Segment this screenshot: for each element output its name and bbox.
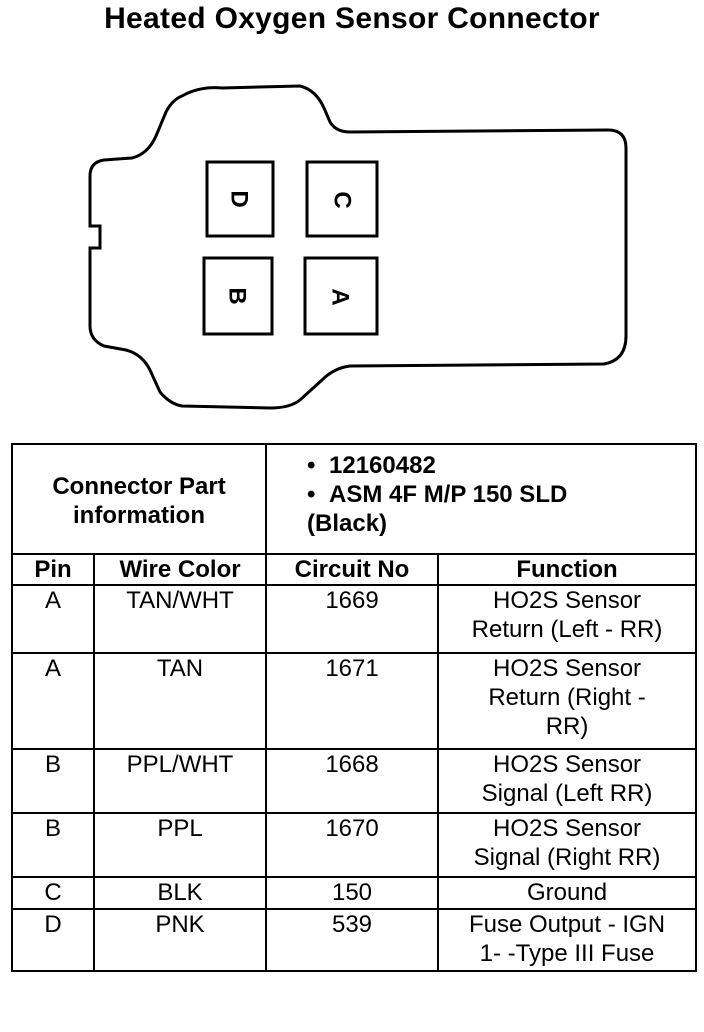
connector-body-outline — [88, 84, 628, 410]
cell-function: HO2S Sensor Return (Right - RR) — [437, 652, 698, 750]
function-line: HO2S Sensor — [492, 751, 642, 778]
cell-pin: A — [11, 652, 95, 750]
cell-wire-color: PNK — [92, 908, 268, 972]
function-line: Ground — [526, 879, 608, 906]
function-line: Return (Left - RR) — [471, 616, 663, 643]
diagram-title: Heated Oxygen Sensor Connector — [104, 2, 600, 35]
pin-label-c: C — [329, 191, 356, 208]
function-line: HO2S Sensor — [492, 655, 642, 682]
part-info-values-cell: 12160482 ASM 4F M/P 150 SLD (Black) — [265, 443, 698, 555]
function-line: RR) — [545, 713, 589, 740]
pin-label-b: B — [224, 287, 251, 304]
cell-pin: B — [11, 748, 95, 814]
part-description: ASM 4F M/P 150 SLD — [307, 480, 695, 509]
cell-wire-color: PPL — [92, 812, 268, 878]
function-line: Signal (Right RR) — [473, 844, 661, 871]
cell-wire-color: TAN/WHT — [92, 584, 268, 654]
cell-function: Ground — [437, 876, 698, 910]
header-function: Function — [437, 553, 698, 586]
cell-circuit-no: 1670 — [265, 812, 440, 878]
pin-label-a: A — [327, 288, 354, 305]
pin-cavity-a — [303, 256, 379, 336]
cell-circuit-no: 150 — [265, 876, 440, 910]
function-line: Fuse Output - IGN — [468, 911, 666, 938]
table-row: C BLK 150 Ground — [11, 876, 698, 910]
header-pin: Pin — [11, 553, 95, 586]
part-info-label-line1: Connector Part — [52, 473, 226, 500]
cell-circuit-no: 1671 — [265, 652, 440, 750]
cell-pin: A — [11, 584, 95, 654]
connector-info-table: Connector Part information 12160482 ASM … — [10, 443, 698, 972]
cell-pin: D — [11, 908, 95, 972]
cell-function: HO2S Sensor Signal (Left RR) — [437, 748, 698, 814]
part-info-row: Connector Part information 12160482 ASM … — [10, 443, 698, 555]
cell-function: HO2S Sensor Signal (Right RR) — [437, 812, 698, 878]
pin-label-d: D — [226, 190, 253, 207]
function-line: Return (Right - — [488, 684, 646, 711]
table-row: D PNK 539 Fuse Output - IGN 1- -Type III… — [11, 908, 698, 972]
cell-circuit-no: 1668 — [265, 748, 440, 814]
function-line: HO2S Sensor — [492, 815, 642, 842]
table-row: B PPL/WHT 1668 HO2S Sensor Signal (Left … — [11, 748, 698, 814]
cell-pin: B — [11, 812, 95, 878]
header-circuit-no: Circuit No — [265, 553, 440, 586]
header-wire-color: Wire Color — [92, 553, 268, 586]
function-line: HO2S Sensor — [492, 587, 642, 614]
cell-wire-color: TAN — [92, 652, 268, 750]
cell-wire-color: PPL/WHT — [92, 748, 268, 814]
function-line: 1- -Type III Fuse — [479, 940, 655, 967]
table-row: B PPL 1670 HO2S Sensor Signal (Right RR) — [11, 812, 698, 878]
part-number: 12160482 — [307, 451, 695, 480]
cell-pin: C — [11, 876, 95, 910]
cell-circuit-no: 539 — [265, 908, 440, 972]
cell-function: Fuse Output - IGN 1- -Type III Fuse — [437, 908, 698, 972]
pin-cavity-d — [205, 160, 275, 238]
cell-function: HO2S Sensor Return (Left - RR) — [437, 584, 698, 654]
connector-diagram: D C B A — [88, 84, 628, 410]
cell-wire-color: BLK — [92, 876, 268, 910]
part-info-label-cell: Connector Part information — [10, 443, 268, 555]
pin-cavity-b — [202, 256, 274, 336]
part-info-label-line2: information — [73, 502, 205, 529]
table-row: A TAN/WHT 1669 HO2S Sensor Return (Left … — [11, 584, 698, 654]
part-color: (Black) — [307, 510, 388, 537]
cell-circuit-no: 1669 — [265, 584, 440, 654]
table-header-row: Pin Wire Color Circuit No Function — [11, 553, 698, 586]
table-row: A TAN 1671 HO2S Sensor Return (Right - R… — [11, 652, 698, 750]
function-line: Signal (Left RR) — [481, 780, 653, 807]
pin-cavity-c — [305, 160, 379, 238]
